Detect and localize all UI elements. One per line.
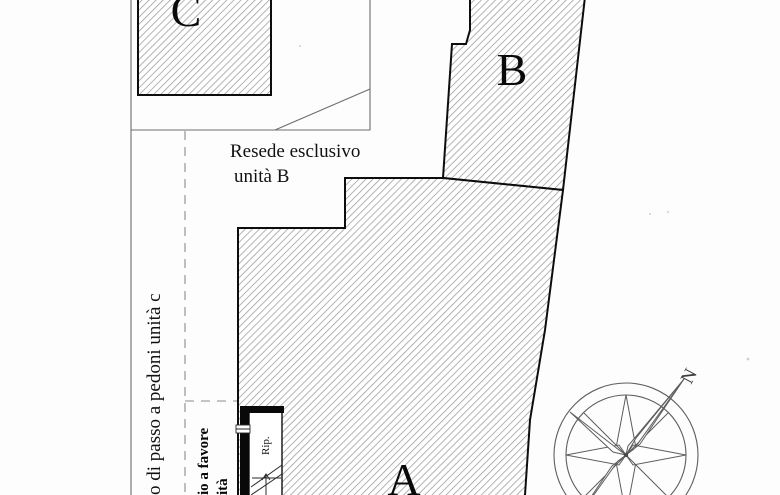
easement-note-line2: ità — [215, 478, 231, 495]
storage-room-rip — [235, 406, 284, 495]
unit-c-shape — [137, 0, 272, 96]
resede-boundary-lines — [130, 0, 371, 495]
unit-label-c: C — [171, 0, 202, 36]
unit-label-b: B — [497, 44, 528, 95]
resede-note-line1: Resede esclusivo — [230, 141, 360, 162]
right-of-way-note: o di passo a pedoni unità c — [144, 293, 165, 495]
unit-a-shape — [237, 177, 565, 495]
unit-b-shape — [441, 0, 586, 192]
resede-note-line2: unità B — [234, 166, 289, 187]
easement-note-line1: io a favore — [196, 427, 212, 495]
unit-label-a: A — [387, 454, 420, 495]
room-label-rip: Rip. — [260, 436, 272, 455]
paper-specks — [299, 45, 750, 361]
compass-rose: N — [553, 365, 702, 495]
right-of-way-dashed-lines — [184, 131, 246, 495]
